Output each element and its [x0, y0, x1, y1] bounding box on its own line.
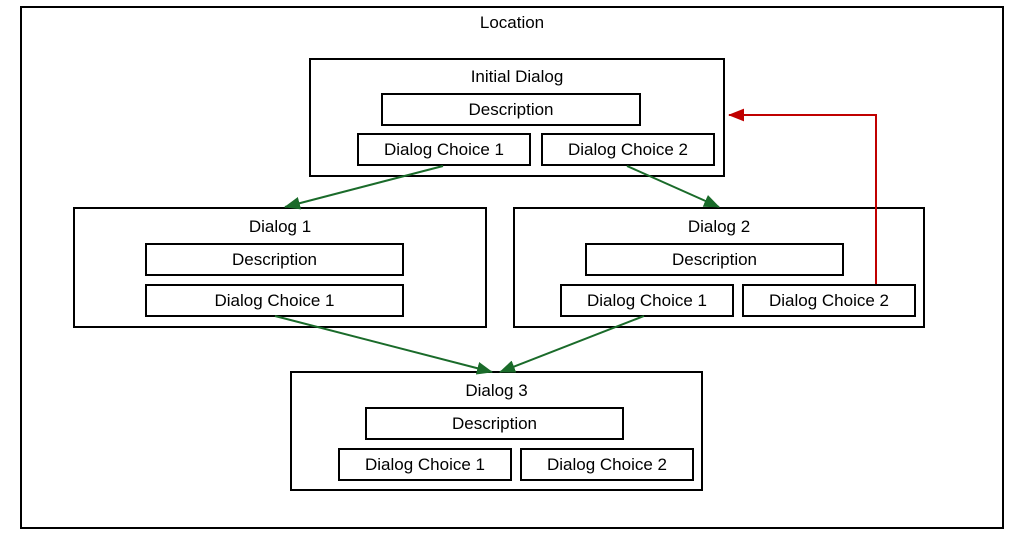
dialog-choice-1[interactable]: Dialog Choice 1 — [357, 133, 531, 166]
dialog-node-title: Dialog 2 — [687, 217, 751, 236]
dialog-choice-2[interactable]: Dialog Choice 2 — [520, 448, 694, 481]
dialog-description-box[interactable]: Description — [381, 93, 641, 126]
dialog-description-box[interactable]: Description — [585, 243, 844, 276]
dialog-node-initial-dialog[interactable]: Initial Dialog Description Dialog Choice… — [309, 58, 725, 177]
dialog-node-dialog-3[interactable]: Dialog 3 Description Dialog Choice 1 Dia… — [290, 371, 703, 491]
dialog-node-dialog-1[interactable]: Dialog 1 Description Dialog Choice 1 — [73, 207, 487, 328]
dialog-node-dialog-2[interactable]: Dialog 2 Description Dialog Choice 1 Dia… — [513, 207, 925, 328]
dialog-choice-1[interactable]: Dialog Choice 1 — [560, 284, 734, 317]
dialog-description-box[interactable]: Description — [365, 407, 624, 440]
location-title: Location — [479, 13, 545, 32]
dialog-node-title: Dialog 1 — [248, 217, 312, 236]
dialog-node-title: Dialog 3 — [465, 381, 528, 400]
dialog-choice-1[interactable]: Dialog Choice 1 — [145, 284, 404, 317]
dialog-choice-2[interactable]: Dialog Choice 2 — [541, 133, 715, 166]
dialog-node-title: Initial Dialog — [470, 67, 564, 86]
dialog-choice-2[interactable]: Dialog Choice 2 — [742, 284, 916, 317]
dialog-choice-1[interactable]: Dialog Choice 1 — [338, 448, 512, 481]
location-frame — [20, 6, 1004, 529]
dialog-description-box[interactable]: Description — [145, 243, 404, 276]
